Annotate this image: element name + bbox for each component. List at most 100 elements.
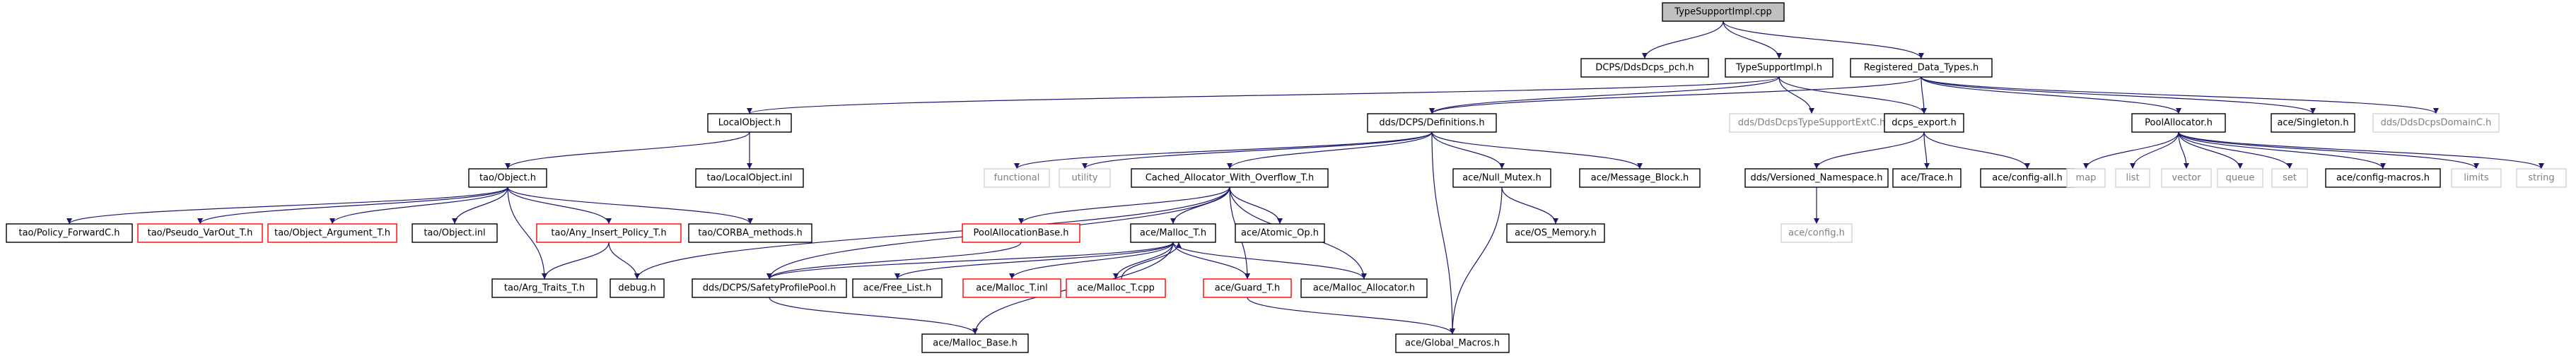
node-ace-config-macros-h[interactable]: ace/config-macros.h (2325, 168, 2441, 188)
edge-dcps_export-to-trace (1923, 131, 1930, 170)
edge-null_mutex-to-global_macros (1450, 186, 1503, 335)
node-ace-singleton-h[interactable]: ace/Singleton.h (2271, 113, 2355, 133)
node-label: ace/Null_Mutex.h (1462, 173, 1541, 184)
node-typesupportimpl-h[interactable]: TypeSupportImpl.h (1725, 58, 1834, 78)
node-ace-atomic-op-h[interactable]: ace/Atomic_Op.h (1235, 223, 1325, 243)
node-ace-free-list-h[interactable]: ace/Free_List.h (852, 278, 943, 298)
node-ace-malloc-t-inl[interactable]: ace/Malloc_T.inl (962, 278, 1061, 298)
node-tao-object-argument-t-h[interactable]: tao/Object_Argument_T.h (267, 223, 397, 243)
edge-pool_alloc-to-limits (2178, 131, 2479, 170)
node-box (2066, 168, 2106, 188)
edge-malloc_t-to-safety_pool (767, 242, 1174, 280)
node-ace-null-mutex-h[interactable]: ace/Null_Mutex.h (1452, 168, 1551, 188)
node-box (1980, 168, 2075, 188)
node-box (1235, 223, 1325, 243)
node-tao-arg-traits-t-h[interactable]: tao/Arg_Traits_T.h (491, 278, 598, 298)
node-list: list (2115, 168, 2150, 188)
node-label: ace/Global_Macros.h (1405, 338, 1500, 349)
node-box (610, 278, 665, 298)
node-dcps-ddsdcps-pch-h[interactable]: DCPS/DdsDcps_pch.h (1580, 58, 1709, 78)
node-localobject-h[interactable]: LocalObject.h (707, 113, 792, 133)
node-ace-os-memory-h[interactable]: ace/OS_Memory.h (1506, 223, 1605, 243)
node-label: Registered_Data_Types.h (1864, 63, 1979, 73)
node-label: Cached_Allocator_With_Overflow_T.h (1146, 173, 1315, 184)
node-label: tao/Pseudo_VarOut_T.h (148, 228, 253, 239)
node-label: ace/Atomic_Op.h (1241, 228, 1319, 239)
edge-cached_alloc-to-malloc_t (1170, 186, 1230, 225)
node-ace-malloc-t-h[interactable]: ace/Malloc_T.h (1130, 223, 1216, 243)
edge-dcps_export-to-config_all (1923, 131, 2030, 170)
node-vector: vector (2161, 168, 2212, 188)
edge-tsi_h-to-ts_export (1778, 76, 1814, 114)
node-tao-corba-methods-h[interactable]: tao/CORBA_methods.h (688, 223, 812, 243)
edge-reg_types-to-dcps_export (1921, 76, 1927, 114)
node-box (1884, 113, 1964, 133)
edge-root-to-tsi_h (1723, 20, 1782, 59)
node-box (962, 223, 1080, 243)
node-box (1850, 58, 1993, 78)
edge-definitions-to-cached_alloc (1227, 131, 1433, 170)
node-label: tao/Arg_Traits_T.h (504, 283, 585, 294)
node-tao-object-inl[interactable]: tao/Object.inl (412, 223, 498, 243)
node-typesupportimpl-cpp[interactable]: TypeSupportImpl.cpp (1662, 2, 1785, 22)
node-tao-object-h[interactable]: tao/Object.h (468, 168, 547, 188)
edge-pool_alloc-to-vector (2178, 131, 2189, 170)
node-debug-h[interactable]: debug.h (610, 278, 665, 298)
node-registered-data-types-h[interactable]: Registered_Data_Types.h (1850, 58, 1993, 78)
node-box (2516, 168, 2567, 188)
edge-definitions-to-functional (1014, 131, 1433, 170)
node-ace-malloc-allocator-h[interactable]: ace/Malloc_Allocator.h (1300, 278, 1428, 298)
node-box (1744, 168, 1889, 188)
node-label: ace/Malloc_T.cpp (1077, 283, 1155, 294)
node-label: tao/CORBA_methods.h (698, 228, 802, 239)
node-box (536, 223, 682, 243)
edge-malloc_t-to-free_list (894, 242, 1174, 280)
node-box (6, 223, 133, 243)
node-ace-guard-t-h[interactable]: ace/Guard_T.h (1203, 278, 1292, 298)
node-ace-malloc-t-cpp[interactable]: ace/Malloc_T.cpp (1066, 278, 1166, 298)
edge-local_obj-to-tao_object (505, 131, 750, 170)
node-dds-versioned-namespace-h[interactable]: dds/Versioned_Namespace.h (1744, 168, 1889, 188)
node-box (1725, 58, 1834, 78)
node-ace-malloc-base-h[interactable]: ace/Malloc_Base.h (921, 333, 1029, 353)
node-utility: utility (1059, 168, 1111, 188)
edge-tao_object-to-any_insert (507, 186, 612, 225)
node-dds-dcps-safetyprofilepool-h[interactable]: dds/DCPS/SafetyProfilePool.h (692, 278, 847, 298)
node-tao-any-insert-policy-t-h[interactable]: tao/Any_Insert_Policy_T.h (536, 223, 682, 243)
edge-cached_alloc-to-pool_alloc_base (1018, 186, 1230, 225)
edge-null_mutex-to-os_memory (1501, 186, 1558, 225)
node-box (468, 168, 547, 188)
edge-pool_alloc-to-map (2083, 131, 2179, 170)
node-label: vector (2172, 173, 2201, 184)
node-box (137, 223, 263, 243)
node-box (2161, 168, 2212, 188)
node-tao-localobject-inl[interactable]: tao/LocalObject.inl (695, 168, 804, 188)
node-ace-global-macros-h[interactable]: ace/Global_Macros.h (1395, 333, 1510, 353)
node-poolallocationbase-h[interactable]: PoolAllocationBase.h (962, 223, 1080, 243)
node-tao-pseudo-varout-t-h[interactable]: tao/Pseudo_VarOut_T.h (137, 223, 263, 243)
node-ace-trace-h[interactable]: ace/Trace.h (1892, 168, 1962, 188)
edge-guard_t-to-global_macros (1247, 297, 1455, 335)
node-label: ace/Free_List.h (863, 283, 932, 294)
edge-pool_alloc-to-set (2178, 131, 2292, 170)
node-box (921, 333, 1029, 353)
node-label: LocalObject.h (718, 118, 781, 129)
node-tao-policy-forwardc-h[interactable]: tao/Policy_ForwardC.h (6, 223, 133, 243)
node-box (2217, 168, 2263, 188)
node-limits: limits (2451, 168, 2502, 188)
node-dcps-export-h[interactable]: dcps_export.h (1884, 113, 1964, 133)
node-ace-config-all-h[interactable]: ace/config-all.h (1980, 168, 2075, 188)
edge-tsi_h-to-local_obj (747, 76, 1780, 114)
node-box (1130, 223, 1216, 243)
edge-definitions-to-global_macros (1431, 131, 1455, 335)
node-dds-dcps-definitions-h[interactable]: dds/DCPS/Definitions.h (1367, 113, 1497, 133)
node-ace-message-block-h[interactable]: ace/Message_Block.h (1579, 168, 1701, 188)
edge-pool_alloc_base-to-safety_pool (767, 242, 1022, 280)
edge-dcps_export-to-versioned_ns (1814, 131, 1925, 170)
node-cached-allocator-with-overflow-t-h[interactable]: Cached_Allocator_With_Overflow_T.h (1131, 168, 1329, 188)
edge-tao_object-to-obj_arg (330, 186, 508, 225)
node-label: debug.h (618, 283, 655, 294)
edge-pool_alloc-to-string (2178, 131, 2544, 170)
node-box (1131, 168, 1329, 188)
node-poolallocator-h[interactable]: PoolAllocator.h (2131, 113, 2226, 133)
